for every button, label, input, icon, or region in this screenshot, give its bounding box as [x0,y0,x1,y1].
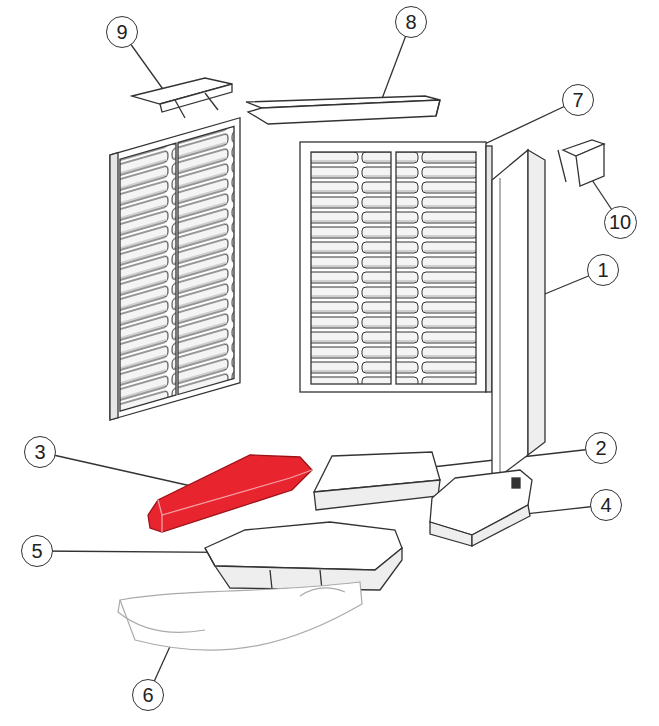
callout-number: 6 [132,679,164,711]
callout-number: 9 [106,16,138,48]
callout-text: 7 [572,90,583,110]
callout-text: 1 [597,260,608,280]
callout-number: 2 [585,432,617,464]
callout-number: 7 [562,84,594,116]
callout-text: 10 [609,212,631,232]
callout-text: 3 [34,442,45,462]
callout-text: 9 [116,22,127,42]
callout-text: 2 [595,438,606,458]
callout-text: 8 [405,12,416,32]
callout-number: 5 [21,535,53,567]
callout-text: 5 [31,541,42,561]
callout-number: 1 [587,254,619,286]
callout-number: 3 [24,436,56,468]
callout-number: 4 [590,489,622,521]
callout-number: 10 [604,206,637,239]
callout-number: 8 [395,6,427,38]
callout-text: 6 [142,685,153,705]
callout-text: 4 [600,495,611,515]
